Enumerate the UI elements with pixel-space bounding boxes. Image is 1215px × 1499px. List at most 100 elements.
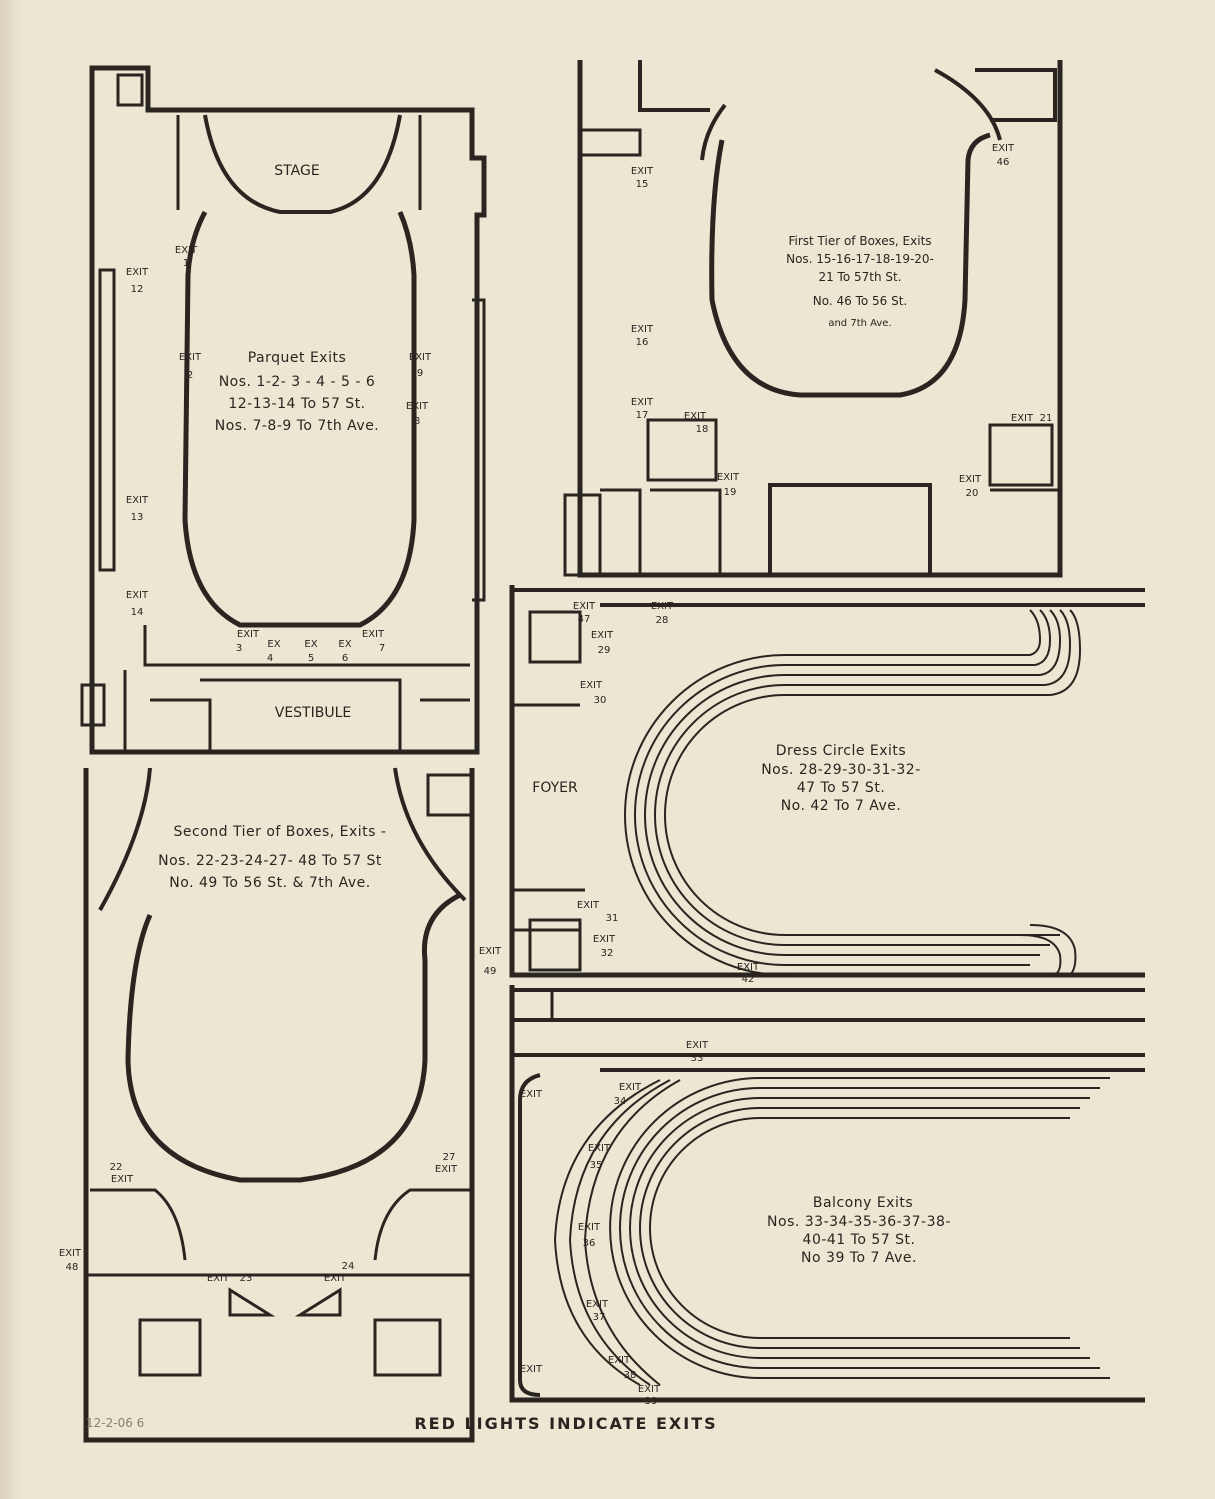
exit-word: EXIT [737, 962, 760, 973]
exit-number-34: 34 [614, 1096, 627, 1107]
exit-number-7: 7 [379, 643, 385, 654]
exit-word: EXIT [684, 411, 707, 422]
second-tier-title: Second Tier of Boxes, Exits - [174, 824, 387, 840]
second-tier-line-1: Nos. 22-23-24-27- 48 To 57 St [158, 853, 382, 869]
exit-number-38: 38 [624, 1370, 637, 1381]
dress-circle-title: Dress Circle Exits [776, 743, 906, 759]
ex-word: EX [267, 639, 280, 650]
exit-word: EXIT [588, 1143, 611, 1154]
exit-number-36: 36 [583, 1238, 596, 1249]
exit-number-28: 28 [656, 615, 669, 626]
exit-number-9: 9 [417, 368, 423, 379]
exit-number-35: 35 [590, 1160, 603, 1171]
exit-number-22: 22 [110, 1162, 123, 1173]
second-tier-line-2: No. 49 To 56 St. & 7th Ave. [169, 875, 370, 891]
exit-number-12: 12 [131, 284, 144, 295]
parquet-plan [80, 65, 487, 755]
exit-word: EXIT [959, 474, 982, 485]
balcony-line-1: Nos. 33-34-35-36-37-38- [767, 1214, 951, 1230]
exit-word: EXIT [126, 495, 149, 506]
exit-markers: EXIT 1 EXIT 2 EXIT 9 EXIT 8 EXIT 12 EXIT… [59, 143, 1052, 1407]
exit-word: EXIT [578, 1222, 601, 1233]
exit-word: EXIT [126, 267, 149, 278]
exit-number-33: 33 [691, 1053, 704, 1064]
balcony-line-3: No 39 To 7 Ave. [801, 1250, 917, 1266]
exit-word: EXIT [111, 1174, 134, 1185]
exit-number-37: 37 [593, 1312, 606, 1323]
exit-number-15: 15 [636, 179, 649, 190]
exit-number-29: 29 [598, 645, 611, 656]
plan-labels: STAGE VESTIBULE FOYER Parquet Exits Nos.… [158, 163, 951, 1266]
exit-word: EXIT [619, 1082, 642, 1093]
exit-number-5: 5 [308, 653, 314, 664]
exit-word: EXIT [717, 472, 740, 483]
footer-caption: RED LIGHTS INDICATE EXITS [414, 1414, 718, 1433]
exit-number-42: 42 [742, 974, 755, 985]
ex-word: EX [338, 639, 351, 650]
exit-number-49: 49 [484, 966, 497, 977]
exit-word: EXIT [409, 352, 432, 363]
exit-word: EXIT [435, 1164, 458, 1175]
exit-word: EXIT [520, 1089, 543, 1100]
exit-number-18: 18 [696, 424, 709, 435]
first-tier-line-4: and 7th Ave. [828, 318, 891, 329]
exit-number-32: 32 [601, 948, 614, 959]
first-tier-line-1: Nos. 15-16-17-18-19-20- [786, 252, 934, 266]
parquet-line-3: Nos. 7-8-9 To 7th Ave. [215, 418, 380, 434]
exit-word: EXIT [175, 245, 198, 256]
exit-number-16: 16 [636, 337, 649, 348]
ex-word: EX [304, 639, 317, 650]
exit-word: EXIT [608, 1355, 631, 1366]
exit-number-3: 3 [236, 643, 242, 654]
exit-word: EXIT [631, 166, 654, 177]
exit-word: EXIT [577, 900, 600, 911]
dress-circle-line-2: 47 To 57 St. [797, 780, 886, 796]
foyer-label: FOYER [532, 780, 578, 796]
exit-word: EXIT [631, 324, 654, 335]
exit-number-31: 31 [606, 913, 619, 924]
exit-number-48: 48 [66, 1262, 79, 1273]
balcony-rows [553, 1077, 1110, 1386]
exit-number-20: 20 [966, 488, 979, 499]
exit-word: EXIT [580, 680, 603, 691]
exit-word: EXIT [651, 601, 674, 612]
vestibule-label: VESTIBULE [275, 705, 352, 721]
exit-number-39: 39 [645, 1396, 658, 1407]
plan-walls [80, 60, 1145, 1443]
exit-number-1: 1 [183, 258, 189, 269]
exit-word: EXIT [591, 630, 614, 641]
exit-word: EXIT [406, 401, 429, 412]
exit-word: EXIT [1011, 413, 1034, 424]
exit-number-30: 30 [594, 695, 607, 706]
exit-number-8: 8 [414, 416, 420, 427]
exit-number-14: 14 [131, 607, 144, 618]
exit-number-24: 24 [342, 1261, 355, 1272]
exit-number-46: 46 [997, 157, 1010, 168]
first-tier-line-3: No. 46 To 56 St. [813, 294, 908, 308]
parquet-title: Parquet Exits [248, 350, 347, 366]
balcony-plan [509, 985, 1145, 1403]
stage-label: STAGE [274, 163, 319, 179]
balcony-title: Balcony Exits [813, 1195, 913, 1211]
first-tier-line-2: 21 To 57th St. [818, 270, 901, 284]
exit-number-4: 4 [267, 653, 273, 664]
second-tier-plan [83, 767, 475, 1443]
exit-word: EXIT [362, 629, 385, 640]
exit-word: EXIT [586, 1299, 609, 1310]
dress-circle-rows [624, 609, 1082, 976]
exit-word: EXIT [479, 946, 502, 957]
exit-word: EXIT [520, 1364, 543, 1375]
exit-number-27: 27 [443, 1152, 456, 1163]
exit-word: EXIT [207, 1273, 230, 1284]
dress-circle-line-3: No. 42 To 7 Ave. [781, 798, 902, 814]
parquet-line-1: Nos. 1-2- 3 - 4 - 5 - 6 [219, 374, 376, 390]
exit-number-23: 23 [240, 1273, 253, 1284]
exit-word: EXIT [638, 1384, 661, 1395]
exit-word: EXIT [126, 590, 149, 601]
exit-word: EXIT [59, 1248, 82, 1259]
exit-word: EXIT [631, 397, 654, 408]
first-tier-title: First Tier of Boxes, Exits [788, 234, 931, 248]
exit-word: EXIT [573, 601, 596, 612]
exit-word: EXIT [686, 1040, 709, 1051]
